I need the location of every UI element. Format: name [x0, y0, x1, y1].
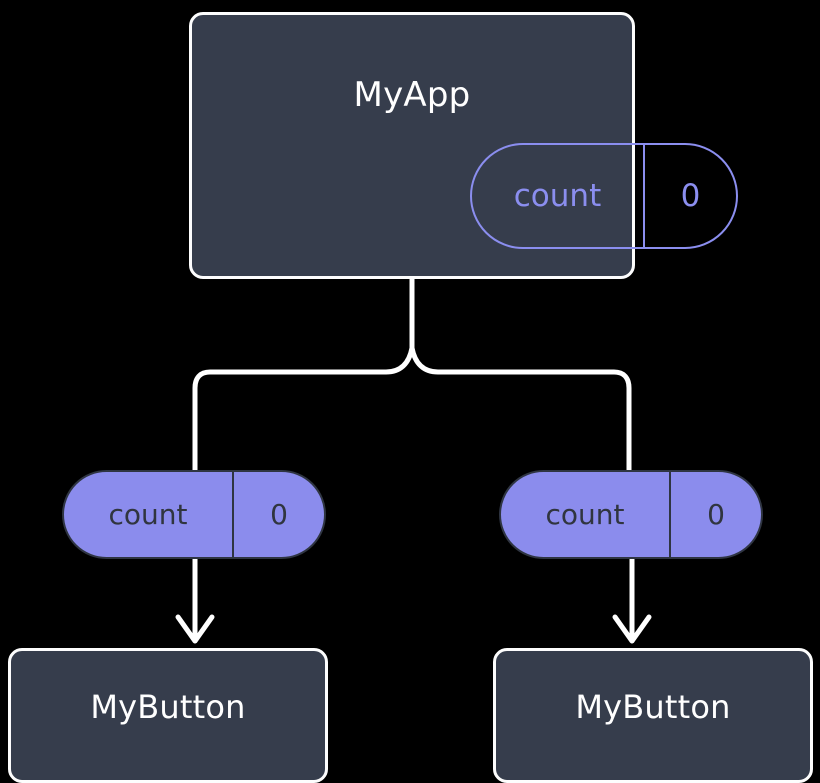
arrow-head-right	[612, 614, 652, 644]
state-pill-value: 0	[680, 178, 701, 214]
widget-card-mybutton-left[interactable]: MyButton	[8, 648, 328, 783]
state-pill-value: 0	[270, 498, 288, 531]
state-pill-key: count	[472, 145, 645, 247]
widget-card-mybutton-right[interactable]: MyButton	[493, 648, 813, 783]
widget-title-myapp: MyApp	[353, 75, 471, 115]
branch-wire-right	[409, 345, 632, 473]
widget-title-mybutton: MyButton	[575, 688, 731, 726]
state-pill-key: count	[501, 472, 671, 557]
state-pill-key: count	[64, 472, 234, 557]
state-pill-root[interactable]: count 0	[470, 143, 738, 249]
widget-title-mybutton: MyButton	[90, 688, 246, 726]
state-pill-branch-left[interactable]: count 0	[62, 470, 326, 559]
widget-card-myapp[interactable]: MyApp count 0	[189, 12, 738, 279]
arrow-head-left	[175, 614, 215, 644]
state-pill-branch-right[interactable]: count 0	[499, 470, 763, 559]
state-pill-value: 0	[707, 498, 725, 531]
branch-wire-left	[192, 345, 415, 473]
